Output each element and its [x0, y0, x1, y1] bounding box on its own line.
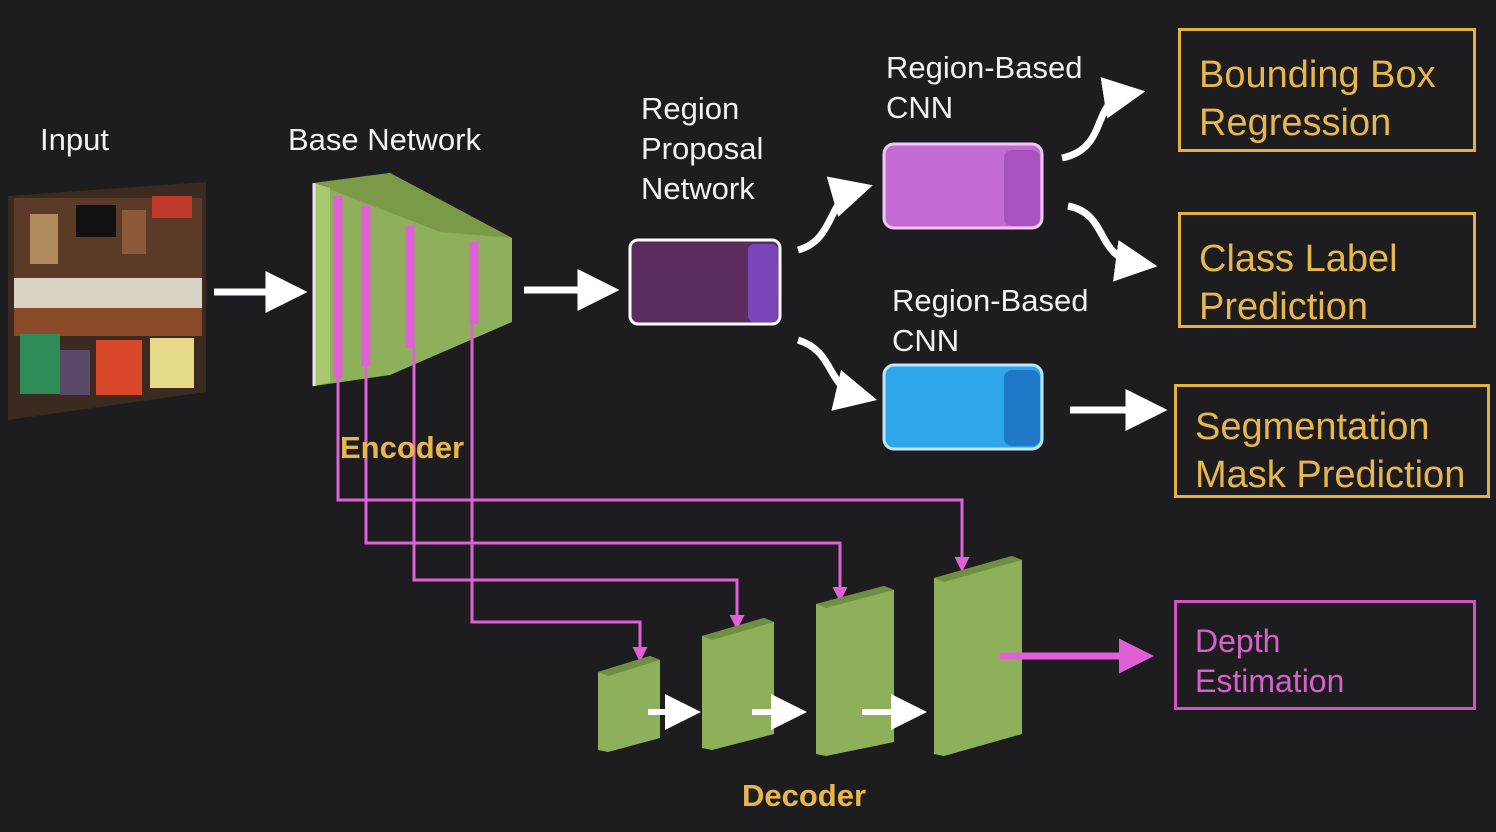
- arrow-rpn-to-rcnn-bottom: [796, 336, 878, 411]
- rcnn-top-block: [882, 142, 1044, 230]
- depth-estimation-box: Depth Estimation: [1174, 600, 1476, 710]
- segmentation-mask-box: Segmentation Mask Prediction: [1174, 384, 1490, 498]
- base-network-label: Base Network: [288, 122, 481, 157]
- rpn-block: [628, 238, 782, 326]
- base-network-encoder: [312, 173, 512, 386]
- decoder-blocks: [598, 556, 1022, 756]
- encoder-label: Encoder: [340, 430, 465, 465]
- bbox-regression-box: Bounding Box Regression: [1178, 28, 1476, 152]
- rcnn-bottom-block: [882, 363, 1044, 451]
- input-image: [8, 182, 206, 420]
- decoder-label: Decoder: [742, 778, 867, 813]
- arrow-to-class: [1067, 202, 1158, 282]
- class-label-box: Class Label Prediction: [1178, 212, 1476, 328]
- rpn-label: Region Proposal Network: [641, 91, 764, 206]
- rcnn-top-label: Region-Based CNN: [886, 50, 1083, 125]
- skip-connections: [336, 324, 970, 662]
- rcnn-bottom-label: Region-Based CNN: [892, 283, 1089, 358]
- input-label: Input: [40, 122, 109, 157]
- arrow-to-bbox: [1061, 77, 1146, 162]
- arrow-rpn-to-rcnn-top: [796, 176, 873, 254]
